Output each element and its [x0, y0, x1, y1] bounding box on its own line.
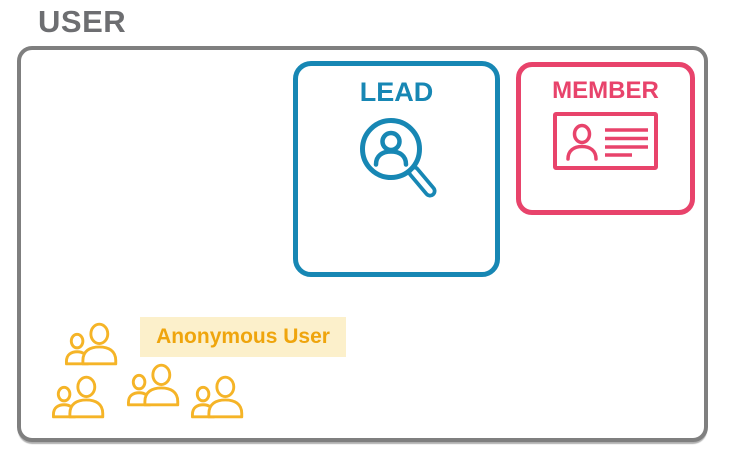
id-card-icon [553, 112, 658, 170]
people-group-icon [65, 321, 123, 368]
search-user-icon [359, 118, 436, 198]
lead-node: LEAD [293, 61, 500, 277]
diagram-title: USER [38, 4, 127, 39]
people-group-icon [191, 374, 249, 421]
member-node-label: MEMBER [552, 77, 659, 104]
people-group-icon [52, 374, 110, 421]
member-node: MEMBER [516, 62, 695, 215]
anonymous-user-label: Anonymous User [140, 317, 346, 357]
lead-node-label: LEAD [359, 77, 434, 107]
user-boundary-box: LEAD MEMBER Anonymous User [17, 46, 708, 442]
people-group-icon [127, 362, 185, 409]
